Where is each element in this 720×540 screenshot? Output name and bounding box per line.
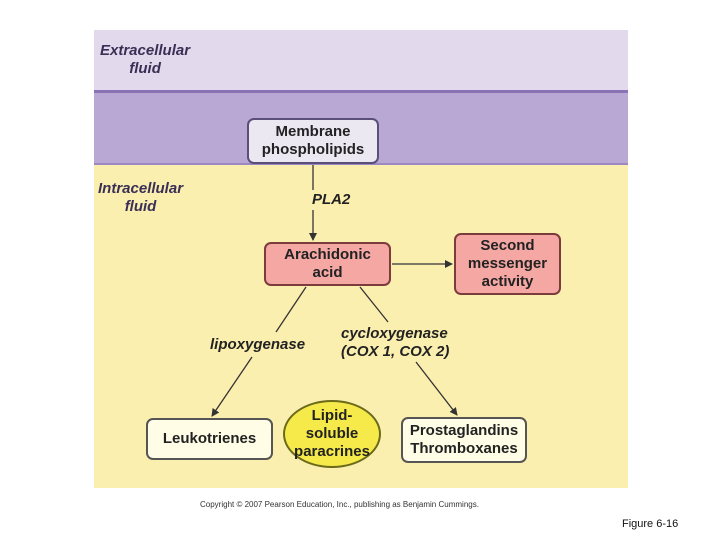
extracellular-label: Extracellular fluid xyxy=(100,42,191,77)
arachidonic-acid-box: Arachidonic acid xyxy=(264,242,391,286)
cyclooxygenase-label: cycloxygenase (COX 1, COX 2) xyxy=(341,325,450,360)
prostaglandins-box: Prostaglandins Thromboxanes xyxy=(401,417,527,463)
intracellular-label: Intracellular fluid xyxy=(98,180,184,215)
figure-label: Figure 6-16 xyxy=(622,518,679,530)
copyright-notice: Copyright © 2007 Pearson Education, Inc.… xyxy=(200,500,479,509)
pathway-arrows xyxy=(211,165,458,417)
arrow-arachidonic-to-cox xyxy=(359,286,389,323)
arrow-arachidonic-to-lipox xyxy=(275,286,307,333)
figure-panel: Extracellular fluid Intracellular fluid … xyxy=(94,30,628,488)
lipid-soluble-paracrines-ellipse: Lipid- soluble paracrines xyxy=(283,400,381,468)
lipoxygenase-label: lipoxygenase xyxy=(210,336,306,353)
second-messenger-box: Second messenger activity xyxy=(454,233,561,295)
arrow-lipox-to-leuko xyxy=(211,356,253,417)
pla2-label: PLA2 xyxy=(312,191,351,208)
membrane-inner-line xyxy=(94,163,628,165)
membrane-outer-line xyxy=(94,90,628,93)
extracellular-band xyxy=(94,30,628,90)
arrow-cox-to-prosta xyxy=(415,361,458,416)
membrane-phospholipids-box: Membrane phospholipids xyxy=(247,118,379,164)
leukotrienes-box: Leukotrienes xyxy=(146,418,273,460)
